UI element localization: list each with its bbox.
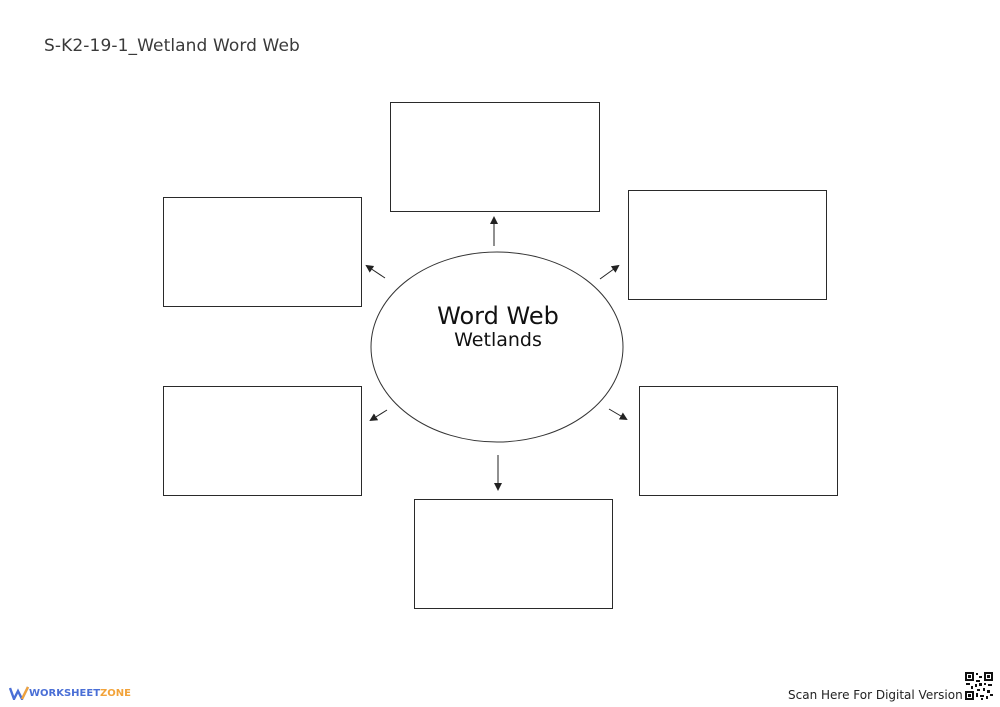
logo-w-icon: [9, 686, 29, 700]
word-web-topic: Wetlands: [454, 329, 542, 351]
word-web-title: Word Web: [437, 302, 559, 330]
arrow-bottom-left: [369, 409, 388, 422]
logo-text-worksheet: WORKSHEET: [29, 687, 101, 699]
center-ellipse: [370, 251, 624, 443]
logo-text-zone: ZONE: [100, 687, 131, 699]
answer-box-bottom-left[interactable]: [163, 386, 362, 496]
answer-box-top-left[interactable]: [163, 197, 362, 307]
arrow-top-right: [599, 264, 620, 280]
qr-code-icon[interactable]: [964, 671, 994, 701]
answer-box-bottom[interactable]: [414, 499, 613, 609]
answer-box-top[interactable]: [390, 102, 600, 212]
arrow-top-left: [365, 264, 386, 279]
answer-box-bottom-right[interactable]: [639, 386, 838, 496]
page-title: S-K2-19-1_Wetland Word Web: [44, 36, 300, 56]
answer-box-top-right[interactable]: [628, 190, 827, 300]
scan-instructions: Scan Here For Digital Version: [788, 688, 963, 702]
arrow-bottom-right: [608, 408, 628, 421]
